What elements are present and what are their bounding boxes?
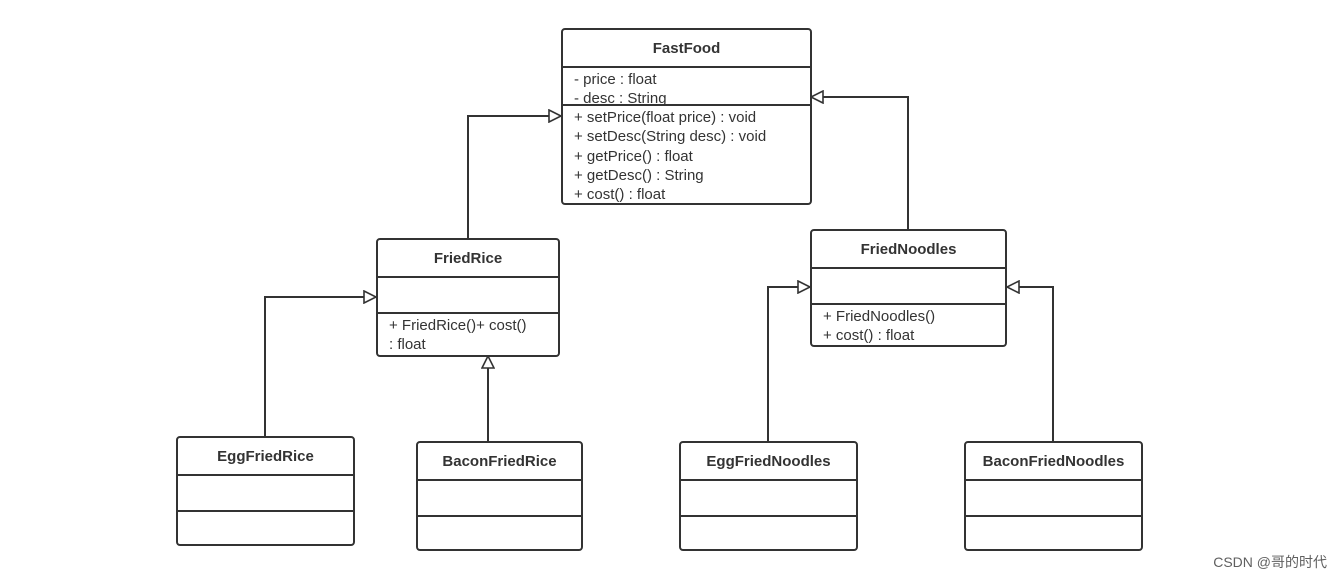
operations-section bbox=[681, 515, 856, 549]
class-baconfriednoodles: BaconFriedNoodles bbox=[964, 441, 1143, 551]
class-name: EggFriedRice bbox=[217, 447, 314, 465]
operations-section bbox=[966, 515, 1141, 549]
operation: : float bbox=[389, 336, 426, 354]
operation: + cost() : float bbox=[823, 327, 915, 345]
attributes-section bbox=[966, 479, 1141, 515]
attributes-section bbox=[378, 276, 558, 312]
attributes-section bbox=[178, 474, 353, 510]
operation: + setDesc(String desc) : void bbox=[574, 128, 767, 146]
class-name: BaconFriedNoodles bbox=[982, 452, 1125, 470]
class-friedrice: FriedRice + FriedRice()+ cost() : float bbox=[376, 238, 560, 357]
attribute: - desc : String bbox=[574, 90, 667, 108]
class-name: BaconFriedRice bbox=[442, 452, 557, 470]
operation: + setPrice(float price) : void bbox=[574, 109, 757, 126]
attributes-section bbox=[418, 479, 581, 515]
class-eggfriednoodles: EggFriedNoodles bbox=[679, 441, 858, 551]
friednoodles-to-fastfood-arrow bbox=[811, 97, 909, 230]
operation: + FriedNoodles() bbox=[823, 308, 936, 325]
eggfriedrice-to-friedrice-arrow bbox=[264, 297, 376, 437]
class-friednoodles: FriedNoodles + FriedNoodles() + cost() :… bbox=[810, 229, 1007, 347]
watermark: CSDN @哥的时代 bbox=[1213, 554, 1327, 570]
friedrice-to-fastfood-arrow bbox=[467, 116, 561, 239]
class-name: FriedNoodles bbox=[860, 240, 957, 258]
eggfriednoodles-to-friednoodles-arrow bbox=[767, 287, 810, 442]
operation: + getPrice() : float bbox=[574, 147, 693, 165]
class-name: FriedRice bbox=[433, 249, 503, 267]
operations-section bbox=[178, 510, 353, 544]
class-name: EggFriedNoodles bbox=[706, 452, 831, 470]
operation: + FriedRice()+ cost() bbox=[389, 317, 527, 334]
attributes-section: - price : float - desc : String bbox=[563, 66, 810, 107]
operations-section: + FriedNoodles() + cost() : float bbox=[812, 303, 1005, 346]
operations-section: + FriedRice()+ cost() : float bbox=[378, 312, 558, 355]
operation: + getDesc() : String bbox=[574, 166, 704, 184]
operations-section bbox=[418, 515, 581, 549]
attributes-section bbox=[681, 479, 856, 515]
class-fastfood: FastFood - price : float - desc : String… bbox=[561, 28, 812, 205]
operation: + cost() : float bbox=[574, 186, 666, 204]
operations-section: + setPrice(float price) : void + setDesc… bbox=[563, 104, 810, 204]
class-eggfriedrice: EggFriedRice bbox=[176, 436, 355, 546]
attribute: - price : float bbox=[574, 71, 657, 88]
attributes-section bbox=[812, 267, 1005, 303]
class-baconfriedrice: BaconFriedRice bbox=[416, 441, 583, 551]
class-name: FastFood bbox=[652, 39, 721, 57]
baconfriednoodles-to-friednoodles-arrow bbox=[1007, 287, 1054, 442]
